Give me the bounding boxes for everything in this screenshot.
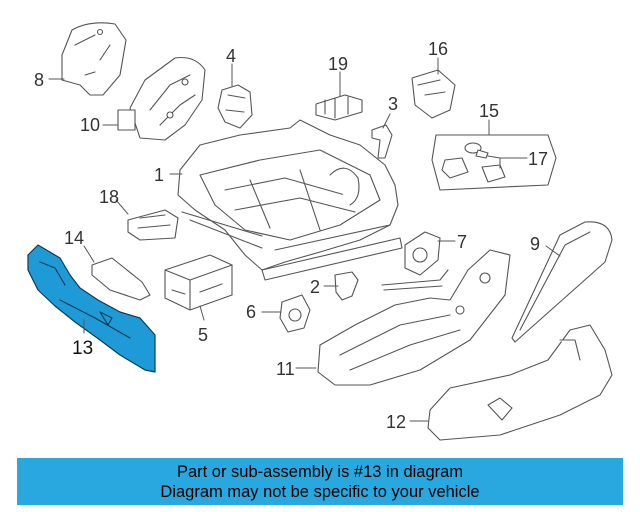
leader-5 <box>199 305 205 321</box>
callout-13: 13 <box>72 338 93 359</box>
leader-3 <box>382 113 391 129</box>
part-15-lamp-kit[interactable] <box>431 134 557 191</box>
part-11-side-frame[interactable] <box>317 249 511 386</box>
callout-18: 18 <box>99 187 119 207</box>
callout-7: 7 <box>457 232 467 252</box>
part-3-clip[interactable] <box>371 124 393 159</box>
callout-2: 2 <box>310 277 320 297</box>
callout-3: 3 <box>388 94 398 114</box>
callout-17: 17 <box>528 149 548 169</box>
leader-18 <box>115 199 129 215</box>
part-1-seat-frame[interactable] <box>177 119 403 281</box>
part-12-side-cover[interactable] <box>427 324 613 441</box>
leader-9 <box>545 245 561 257</box>
callout-8: 8 <box>34 70 44 90</box>
part-7-motor[interactable] <box>381 231 449 291</box>
banner-line-part: Part or sub-assembly is #13 in diagram <box>176 462 464 481</box>
part-14-trim[interactable] <box>91 257 151 301</box>
part-19-bracket[interactable] <box>315 94 363 121</box>
part-8-backrest-cover[interactable] <box>61 22 127 96</box>
part-9-side-panel[interactable] <box>511 221 613 343</box>
callout-16: 16 <box>428 39 448 59</box>
leader-14 <box>83 245 95 263</box>
callout-6: 6 <box>246 302 256 322</box>
callout-14: 14 <box>64 228 84 248</box>
callout-15: 15 <box>479 101 499 121</box>
callout-9: 9 <box>530 234 540 254</box>
part-6-motor[interactable] <box>279 294 311 333</box>
callout-12: 12 <box>386 412 406 432</box>
part-16-switch[interactable] <box>411 69 456 119</box>
banner-line-disclaimer: Diagram may not be specific to your vehi… <box>160 482 480 501</box>
callout-4: 4 <box>226 46 236 66</box>
part-2-clip[interactable] <box>334 271 359 301</box>
callout-11: 11 <box>276 359 295 379</box>
part-18-bracket[interactable] <box>127 209 179 241</box>
callout-10: 10 <box>80 115 100 135</box>
parts-diagram: 1 2 3 4 5 6 7 8 9 10 11 12 13 14 15 16 1… <box>27 22 613 441</box>
part-info-banner: Part or sub-assembly is #13 in diagram D… <box>17 458 623 505</box>
callout-19: 19 <box>328 54 348 74</box>
part-10-backrest-frame[interactable] <box>117 56 206 141</box>
part-13-front-trim-highlighted[interactable] <box>27 244 156 373</box>
part-4-bracket[interactable] <box>217 84 253 129</box>
leader-17 <box>487 155 528 169</box>
callout-5: 5 <box>198 325 208 345</box>
callout-1: 1 <box>154 165 164 185</box>
part-5-module[interactable] <box>164 254 233 311</box>
